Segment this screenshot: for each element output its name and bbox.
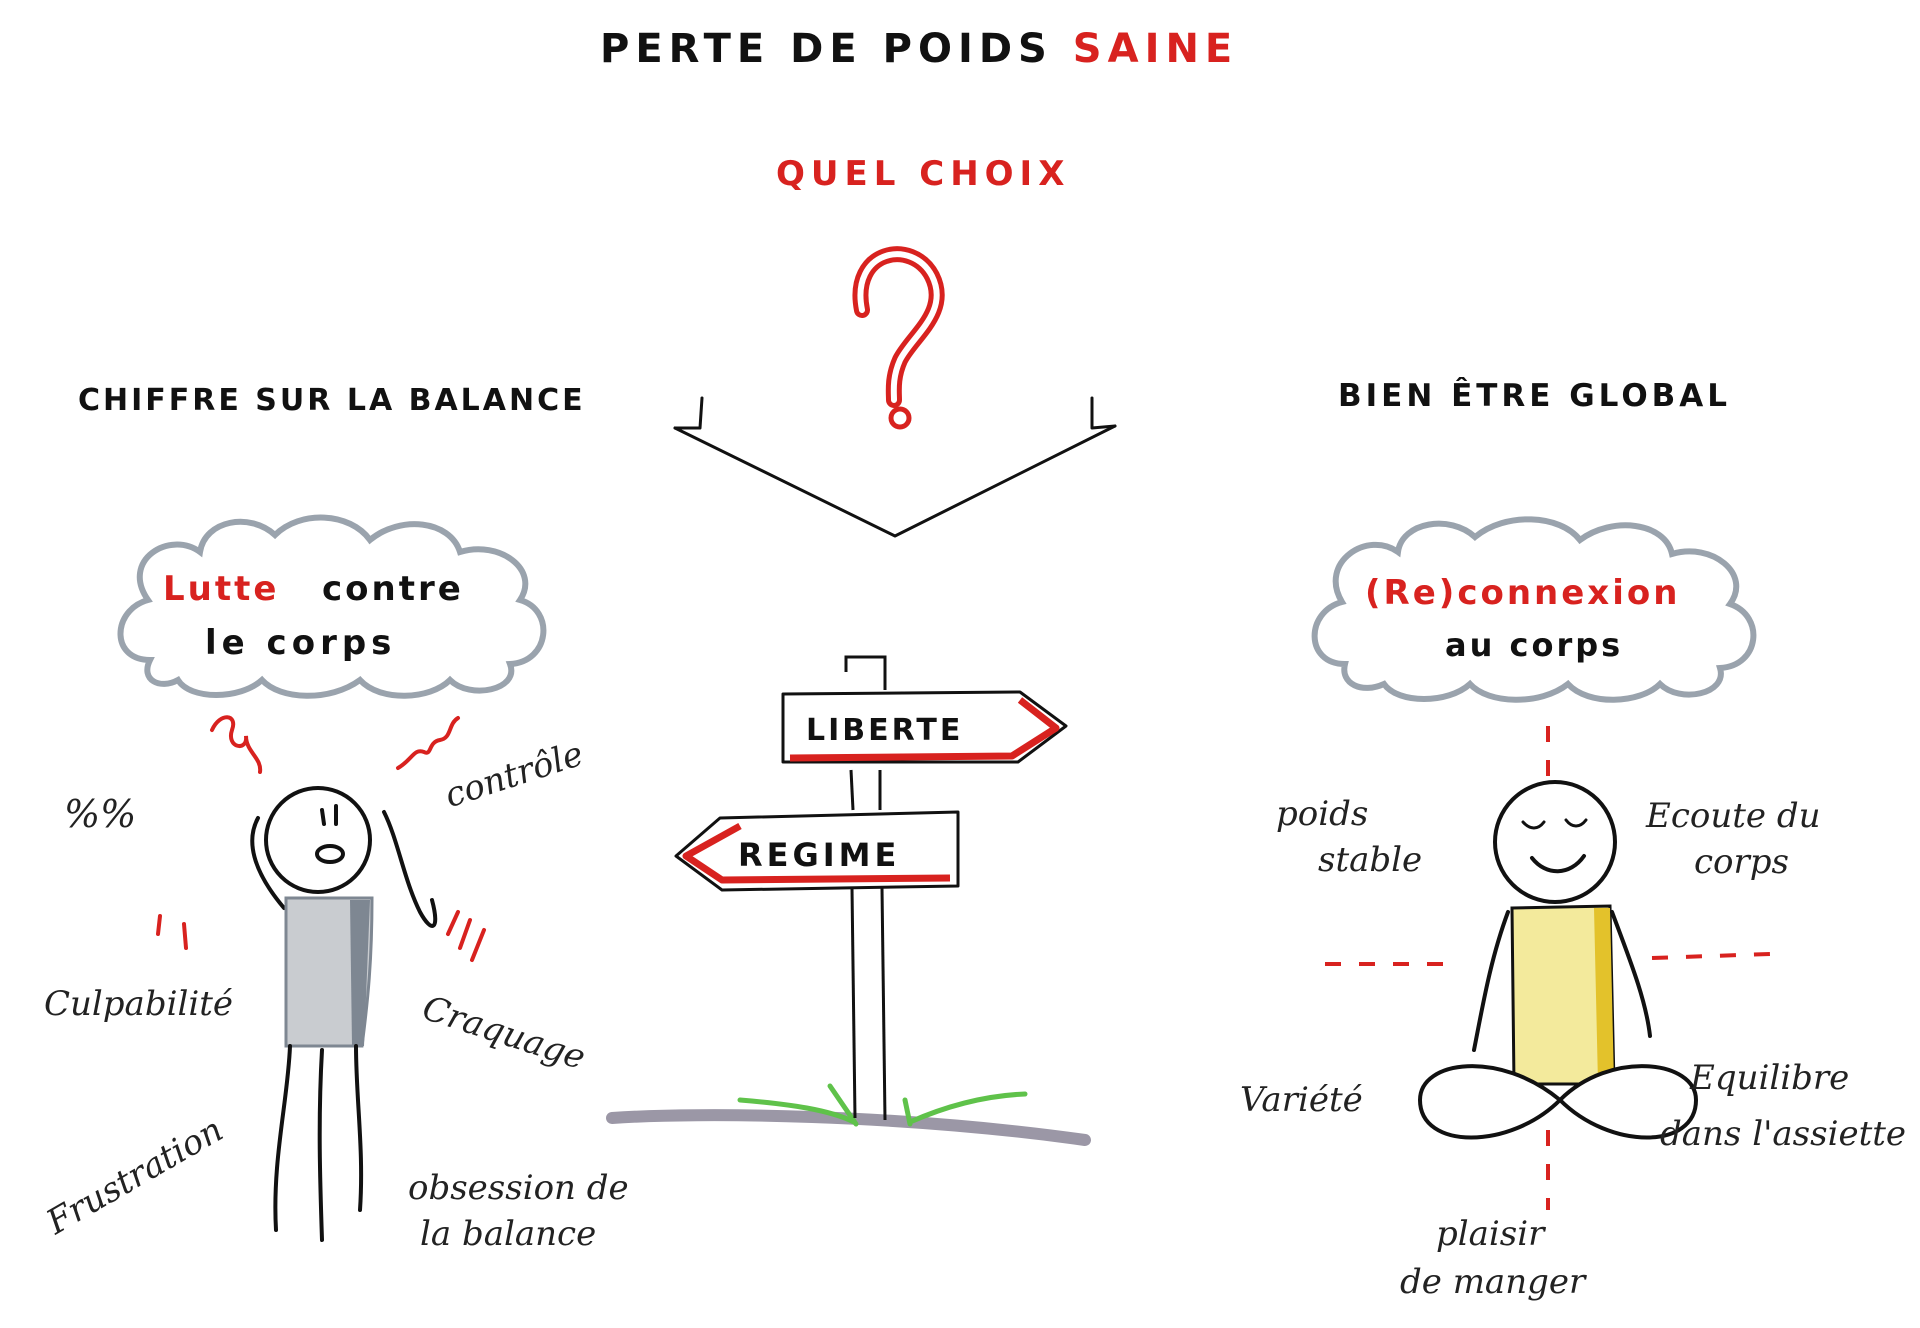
sign-right-label: LIBERTE [806, 713, 963, 748]
note-poids-line2: stable [1318, 840, 1423, 880]
right-cloud-line1: (Re)connexion [1365, 573, 1680, 613]
right-cloud [1311, 516, 1757, 703]
note-plaisir-line2: de manger [1400, 1262, 1586, 1302]
signpost: LIBERTE REGIME [606, 655, 1091, 1146]
sign-left-arrow: REGIME [674, 810, 960, 892]
question-mark-icon [852, 246, 945, 430]
note-ecoute-line2: corps [1694, 842, 1789, 882]
meditating-person [1325, 726, 1771, 1210]
main-title: Perte de poids saine [600, 26, 1238, 72]
left-cloud-line1-rest: contre [322, 569, 464, 609]
note-obsession-line1: obsession de [408, 1168, 629, 1208]
stressed-person [156, 715, 486, 1242]
note-variete: Variété [1240, 1080, 1363, 1120]
note-percent: %% [64, 792, 137, 836]
note-plaisir-line1: plaisir [1436, 1214, 1545, 1254]
right-heading: Bien être global [1338, 378, 1732, 414]
right-cloud-line2: au corps [1445, 626, 1623, 664]
left-heading: Chiffre sur la balance [78, 383, 586, 418]
sign-left-label: REGIME [738, 836, 900, 874]
note-ecoute-line1: Ecoute du [1646, 796, 1821, 836]
fork-chevron [673, 396, 1117, 538]
note-equilibre-line1: Equilibre [1690, 1058, 1850, 1098]
ground-line [606, 1109, 1091, 1146]
grass-icon [737, 1083, 1028, 1127]
left-cloud-line2: le corps [205, 623, 396, 663]
note-obsession-line2: la balance [420, 1214, 597, 1254]
note-culpabilite: Culpabilité [44, 984, 233, 1024]
title-part2: saine [1072, 26, 1239, 72]
note-poids-line1: poids [1276, 794, 1369, 834]
sign-right-arrow: LIBERTE [781, 690, 1068, 764]
note-equilibre-line2: dans l'assiette [1660, 1114, 1907, 1154]
left-cloud [117, 514, 547, 699]
left-cloud-red-word: Lutte [163, 569, 279, 609]
question-label: Quel choix [776, 154, 1071, 194]
title-part1: Perte de poids [600, 26, 1053, 72]
